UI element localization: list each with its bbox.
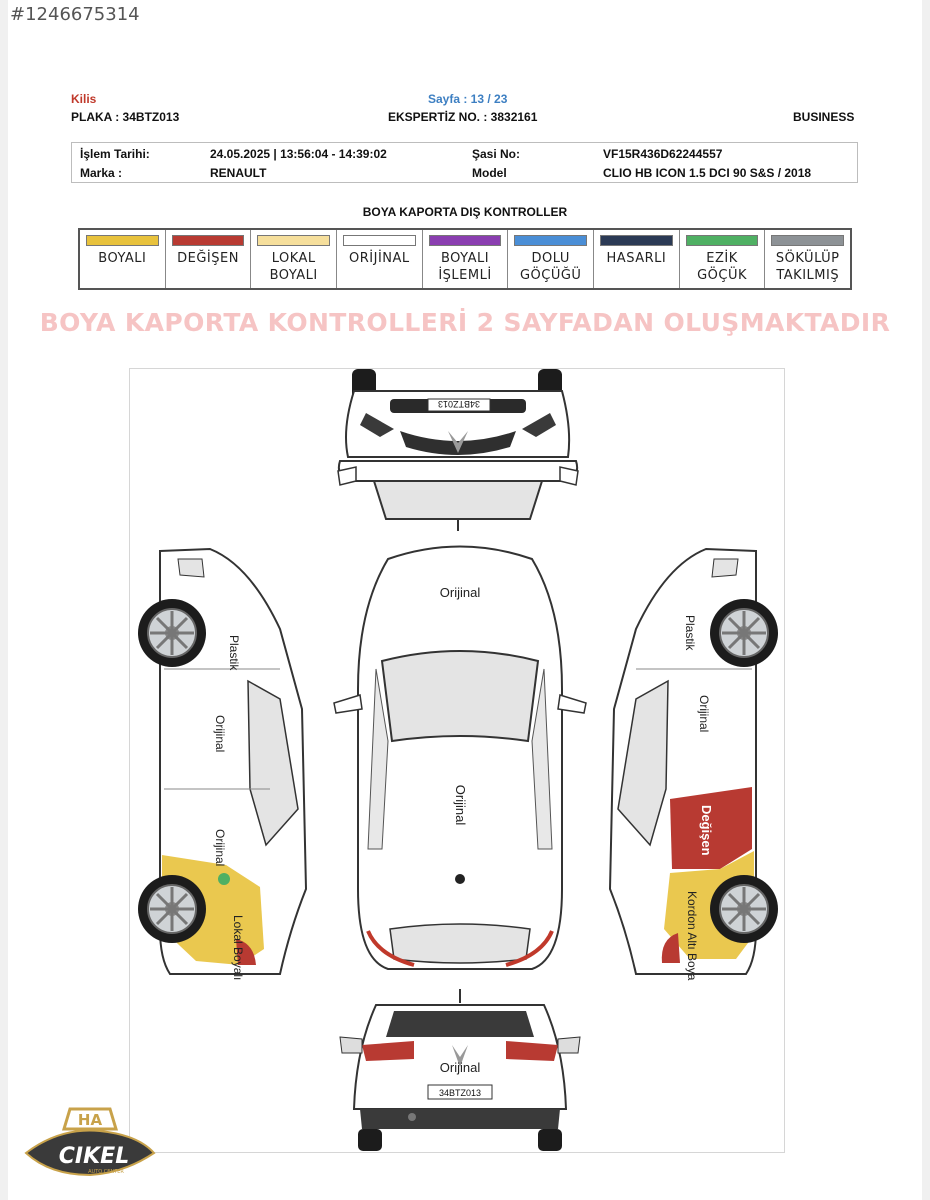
right-bumper-status: Plastik [683,615,697,651]
right-front-door-status: Orijinal [697,695,711,732]
legend-swatch [685,235,759,246]
legend-swatch [771,235,845,246]
page-indicator: Sayfa : 13 / 23 [428,92,508,106]
legend-swatch [428,235,502,246]
front-plate-text: 34BTZ013 [438,399,480,409]
brand-value: RENAULT [210,166,267,180]
legend-swatch [86,235,159,246]
vehicle-info-box: İşlem Tarihi: 24.05.2025 | 13:56:04 - 14… [71,142,858,183]
legend-label: DOLU GÖÇÜĞÜ [519,251,582,283]
logo-frame-icon [61,1107,119,1131]
car-damage-diagram: 34BTZ013 [129,368,785,1153]
top-view: Orijinal Orijinal [333,545,587,970]
left-rear-fender-status: Lokal Boyalı [231,915,245,980]
left-side-view: Plastik Orijinal Orijinal Lokal Boyalı [136,547,308,980]
company-logo: HA CIKEL AUTO CENTER [24,1107,156,1177]
legend-item: BOYALI İŞLEMLİ [423,230,509,288]
listing-id: #1246675314 [10,4,140,25]
legend-label: EZİK GÖÇÜK [697,251,747,283]
brand-label: Marka : [80,166,123,180]
section-title: BOYA KAPORTA DIŞ KONTROLLER [362,205,568,219]
left-rear-door-status: Orijinal [213,829,227,866]
legend-label: BOYALI [98,251,147,266]
legend-label: SÖKÜLÜP TAKILMIŞ [775,251,840,283]
hood-status: Orijinal [440,585,481,600]
right-rear-door-status: Değişen [699,805,714,856]
legend-item: BOYALI [80,230,166,288]
model-value: CLIO HB ICON 1.5 DCI 90 S&S / 2018 [603,166,812,180]
legend-label: ORİJİNAL [349,251,410,266]
trunk-status: Orijinal [440,1060,481,1075]
legend-swatch [343,235,416,246]
left-front-door-status: Orijinal [213,715,227,752]
legend-item: DEĞİŞEN [166,230,252,288]
chassis-value: VF15R436D62244557 [603,147,723,161]
legend-swatch [257,235,331,246]
legend-item: EZİK GÖÇÜK [680,230,766,288]
transaction-date-value: 24.05.2025 | 13:56:04 - 14:39:02 [210,147,387,161]
rear-view: 34BTZ013 Orijinal [339,989,581,1151]
right-rear-fender-status: Kordon Altı Boya [685,891,699,981]
report-city: Kilis [71,92,97,106]
legend-item: DOLU GÖÇÜĞÜ [508,230,595,288]
left-bumper-status: Plastik [227,635,241,671]
car-silhouette-icon [24,1129,156,1177]
package-name: BUSINESS [793,110,855,124]
report-page: #1246675314 Kilis Sayfa : 13 / 23 PLAKA … [8,0,922,1200]
logo-initials: HA [78,1111,103,1129]
legend-item: HASARLI [594,230,680,288]
legend-label: LOKAL BOYALI [269,251,318,283]
legend-item: SÖKÜLÜP TAKILMIŞ [765,230,850,288]
legend-swatch [171,235,245,246]
legend-swatch [600,235,673,246]
front-view: 34BTZ013 [337,369,579,531]
two-page-notice: BOYA KAPORTA KONTROLLERİ 2 SAYFADAN OLUŞ… [39,308,891,337]
logo-name: CIKEL [59,1144,129,1169]
logo-tagline: AUTO CENTER [88,1169,124,1175]
color-legend: BOYALI DEĞİŞEN LOKAL BOYALI ORİJİNAL BOYALI … [78,228,852,290]
legend-item: LOKAL BOYALI [251,230,338,288]
rear-plate-text: 34BTZ013 [439,1088,481,1098]
ekspertiz-number: EKSPERTİZ NO. : 3832161 [388,110,538,124]
transaction-date-label: İşlem Tarihi: [80,147,150,161]
right-side-view: Plastik Orijinal Değişen Kordon Altı Boy… [608,547,780,981]
legend-item: ORİJİNAL [337,230,423,288]
car-diagram-svg: 34BTZ013 [136,369,780,1151]
chassis-label: Şasi No: [472,147,521,161]
legend-swatch [514,235,588,246]
legend-label: DEĞİŞEN [177,251,239,266]
legend-label: BOYALI İŞLEMLİ [438,251,492,283]
roof-status: Orijinal [453,785,468,826]
legend-label: HASARLI [606,251,667,266]
plate-number: PLAKA : 34BTZ013 [71,110,180,124]
model-label: Model [472,166,507,180]
